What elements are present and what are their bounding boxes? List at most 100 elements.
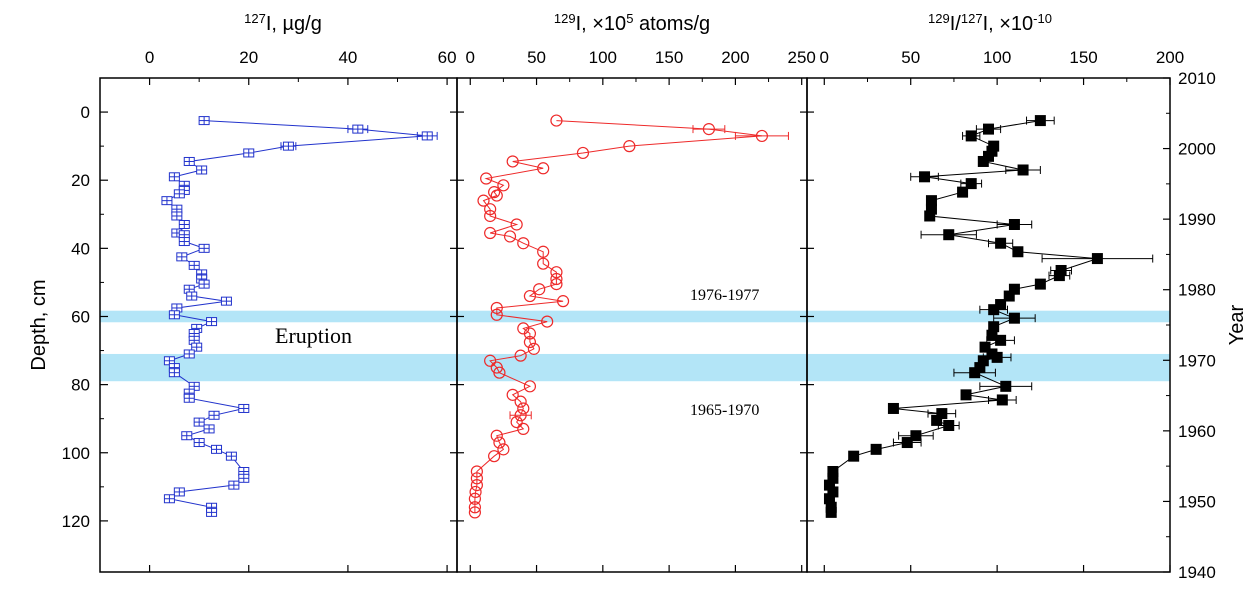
data-point-iodine-127-28 [168, 310, 180, 320]
data-point-iodine-127-41 [238, 403, 250, 413]
data-point-iodine-127-34 [183, 349, 195, 359]
data-point-iodine-129-25 [556, 295, 570, 308]
data-point-iodine-127-33 [191, 342, 203, 352]
data-point-iodine-129-41 [514, 409, 527, 422]
x-tick-label-iodine-129-1: 50 [527, 48, 546, 67]
data-point-iodine-127-45 [181, 431, 193, 441]
y2-tick-label-3: 1970 [1178, 351, 1216, 370]
data-point-iodine-127-14 [178, 219, 190, 229]
data-point-iodine-129-51 [469, 485, 482, 499]
data-point-iodine-129-34 [484, 354, 497, 367]
data-point-iodine-127-55 [206, 507, 218, 517]
data-point-iodine-127-18 [198, 243, 210, 253]
data-point-iodine-129-28 [541, 315, 554, 328]
data-series [161, 114, 1154, 519]
data-point-iodine-127-37 [168, 368, 180, 378]
data-point-iodine-ratio-10 [957, 186, 969, 198]
data-point-iodine-ratio-27 [988, 321, 1000, 333]
data-point-iodine-ratio-40 [936, 408, 948, 420]
data-point-iodine-127-19 [176, 252, 188, 262]
data-point-iodine-129-24 [523, 289, 537, 303]
data-point-iodine-129-44 [490, 429, 503, 442]
data-point-iodine-129-17 [517, 237, 530, 250]
data-point-iodine-129-3 [623, 140, 636, 153]
data-point-iodine-129-48 [470, 465, 483, 478]
data-point-iodine-ratio-48 [827, 472, 839, 484]
data-point-iodine-129-30 [523, 327, 537, 340]
data-point-iodine-129-15 [484, 226, 497, 240]
data-point-iodine-ratio-24 [995, 299, 1007, 311]
data-point-iodine-127-10 [173, 189, 185, 199]
data-point-iodine-127-5 [183, 156, 195, 166]
y-tick-label-depth-6: 120 [62, 512, 90, 531]
data-point-iodine-ratio-37 [960, 389, 972, 401]
data-point-iodine-129-36 [493, 366, 506, 379]
data-point-iodine-129-1 [702, 123, 715, 136]
data-point-iodine-129-43 [517, 422, 530, 436]
data-point-iodine-ratio-29 [995, 334, 1007, 346]
x-tick-label-iodine-129-3: 150 [655, 48, 683, 67]
data-point-iodine-127-0 [198, 116, 210, 126]
data-point-iodine-ratio-9 [965, 178, 977, 190]
data-point-iodine-ratio-11 [925, 195, 937, 207]
data-point-iodine-127-7 [168, 172, 180, 182]
data-point-iodine-129-54 [468, 506, 481, 519]
data-point-iodine-129-33 [514, 349, 527, 362]
data-point-iodine-129-16 [503, 230, 517, 243]
data-point-iodine-127-47 [211, 444, 223, 454]
data-point-iodine-129-12 [484, 203, 497, 216]
eruption-band-1 [100, 353, 1170, 382]
data-point-iodine-ratio-26 [1008, 312, 1020, 324]
data-point-iodine-ratio-49 [823, 479, 835, 491]
data-point-iodine-129-4 [576, 146, 590, 160]
panel-frame-129 [456, 77, 808, 573]
data-point-iodine-129-13 [484, 209, 497, 223]
data-point-iodine-127-2 [421, 131, 433, 141]
data-point-iodine-ratio-42 [943, 420, 955, 432]
x-tick-label-iodine-129-4: 200 [721, 48, 749, 67]
x-tick-label-iodine-ratio-1: 50 [901, 48, 920, 67]
data-point-iodine-ratio-36 [1000, 380, 1012, 392]
data-point-iodine-129-22 [550, 278, 563, 291]
data-point-iodine-127-3 [282, 141, 294, 151]
data-point-iodine-127-4 [243, 148, 255, 158]
series-line-iodine-129 [474, 120, 762, 513]
data-point-iodine-ratio-50 [827, 486, 839, 498]
series-iodine-127 [161, 116, 438, 517]
data-point-iodine-ratio-45 [870, 443, 882, 455]
data-point-iodine-129-42 [510, 415, 523, 429]
data-point-iodine-127-48 [225, 451, 237, 461]
y-tick-label-depth-0: 0 [81, 103, 90, 122]
x-tick-label-iodine-127-1: 20 [239, 48, 258, 67]
data-point-iodine-127-50 [238, 473, 250, 483]
data-point-iodine-129-49 [470, 472, 483, 485]
x-tick-label-iodine-129-2: 100 [589, 48, 617, 67]
data-point-iodine-ratio-15 [943, 229, 955, 241]
data-point-iodine-129-21 [550, 272, 563, 286]
data-point-iodine-129-2 [755, 129, 769, 143]
x-axis-title-ratio: 129I/127I, ×10-10 [928, 11, 1052, 36]
data-point-iodine-129-26 [490, 301, 503, 315]
data-point-iodine-129-0 [550, 114, 563, 127]
data-point-iodine-129-6 [537, 162, 550, 175]
panel-frames [99, 77, 1171, 573]
data-point-iodine-129-50 [470, 479, 483, 492]
data-point-iodine-ratio-38 [996, 394, 1008, 406]
data-point-iodine-127-13 [171, 211, 183, 221]
y2-tick-label-4: 1980 [1178, 281, 1216, 300]
data-point-iodine-127-29 [206, 317, 218, 327]
data-point-iodine-127-11 [161, 196, 173, 206]
data-point-iodine-ratio-25 [988, 304, 1000, 316]
data-point-iodine-127-51 [228, 480, 240, 490]
data-point-iodine-129-11 [477, 194, 490, 207]
data-point-iodine-127-25 [186, 291, 198, 301]
data-point-iodine-ratio-14 [1008, 218, 1020, 230]
y2-tick-label-7: 2010 [1178, 69, 1216, 88]
x-tick-label-iodine-127-3: 60 [438, 48, 457, 67]
data-point-iodine-129-5 [506, 155, 519, 168]
